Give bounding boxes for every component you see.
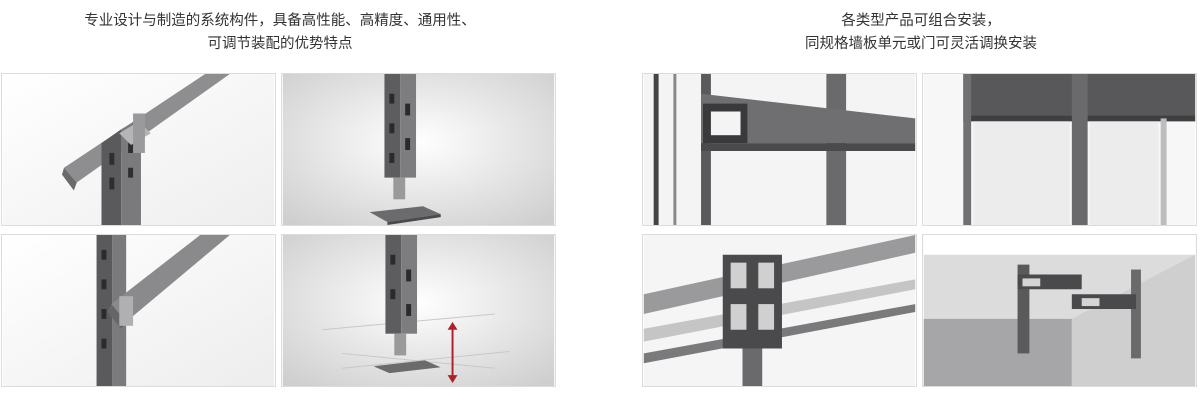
column-crossbeam-illustration <box>2 74 275 225</box>
curtain-wall-frame-illustration <box>923 74 1196 225</box>
column-base-illustration <box>282 74 555 225</box>
right-caption-line-1: 各类型产品可组合安装， <box>841 13 1001 29</box>
image-adjustable-base <box>281 234 556 387</box>
h-connector-profile-illustration <box>643 235 916 386</box>
left-caption-line-2: 可调节装配的优势特点 <box>207 36 353 52</box>
left-caption-line-1: 专业设计与制造的系统构件，具备高性能、高精度、通用性、 <box>84 13 476 29</box>
adjustable-base-illustration <box>282 235 555 386</box>
image-h-connector-profile <box>642 234 917 387</box>
right-caption: 各类型产品可组合安装， 同规格墙板单元或门可灵活调换安装 <box>641 10 1200 56</box>
image-column-base <box>281 73 556 226</box>
left-caption: 专业设计与制造的系统构件，具备高性能、高精度、通用性、 可调节装配的优势特点 <box>0 10 560 56</box>
image-beam-joint <box>1 234 276 387</box>
image-curtain-wall-frame <box>922 73 1197 226</box>
curtain-wall-mullion-illustration <box>643 74 916 225</box>
image-curtain-wall-mullion <box>642 73 917 226</box>
image-column-crossbeam <box>1 73 276 226</box>
corner-connector-profile-illustration <box>923 235 1196 386</box>
image-corner-connector-profile <box>922 234 1197 387</box>
right-caption-line-2: 同规格墙板单元或门可灵活调换安装 <box>805 36 1037 52</box>
beam-joint-illustration <box>2 235 275 386</box>
